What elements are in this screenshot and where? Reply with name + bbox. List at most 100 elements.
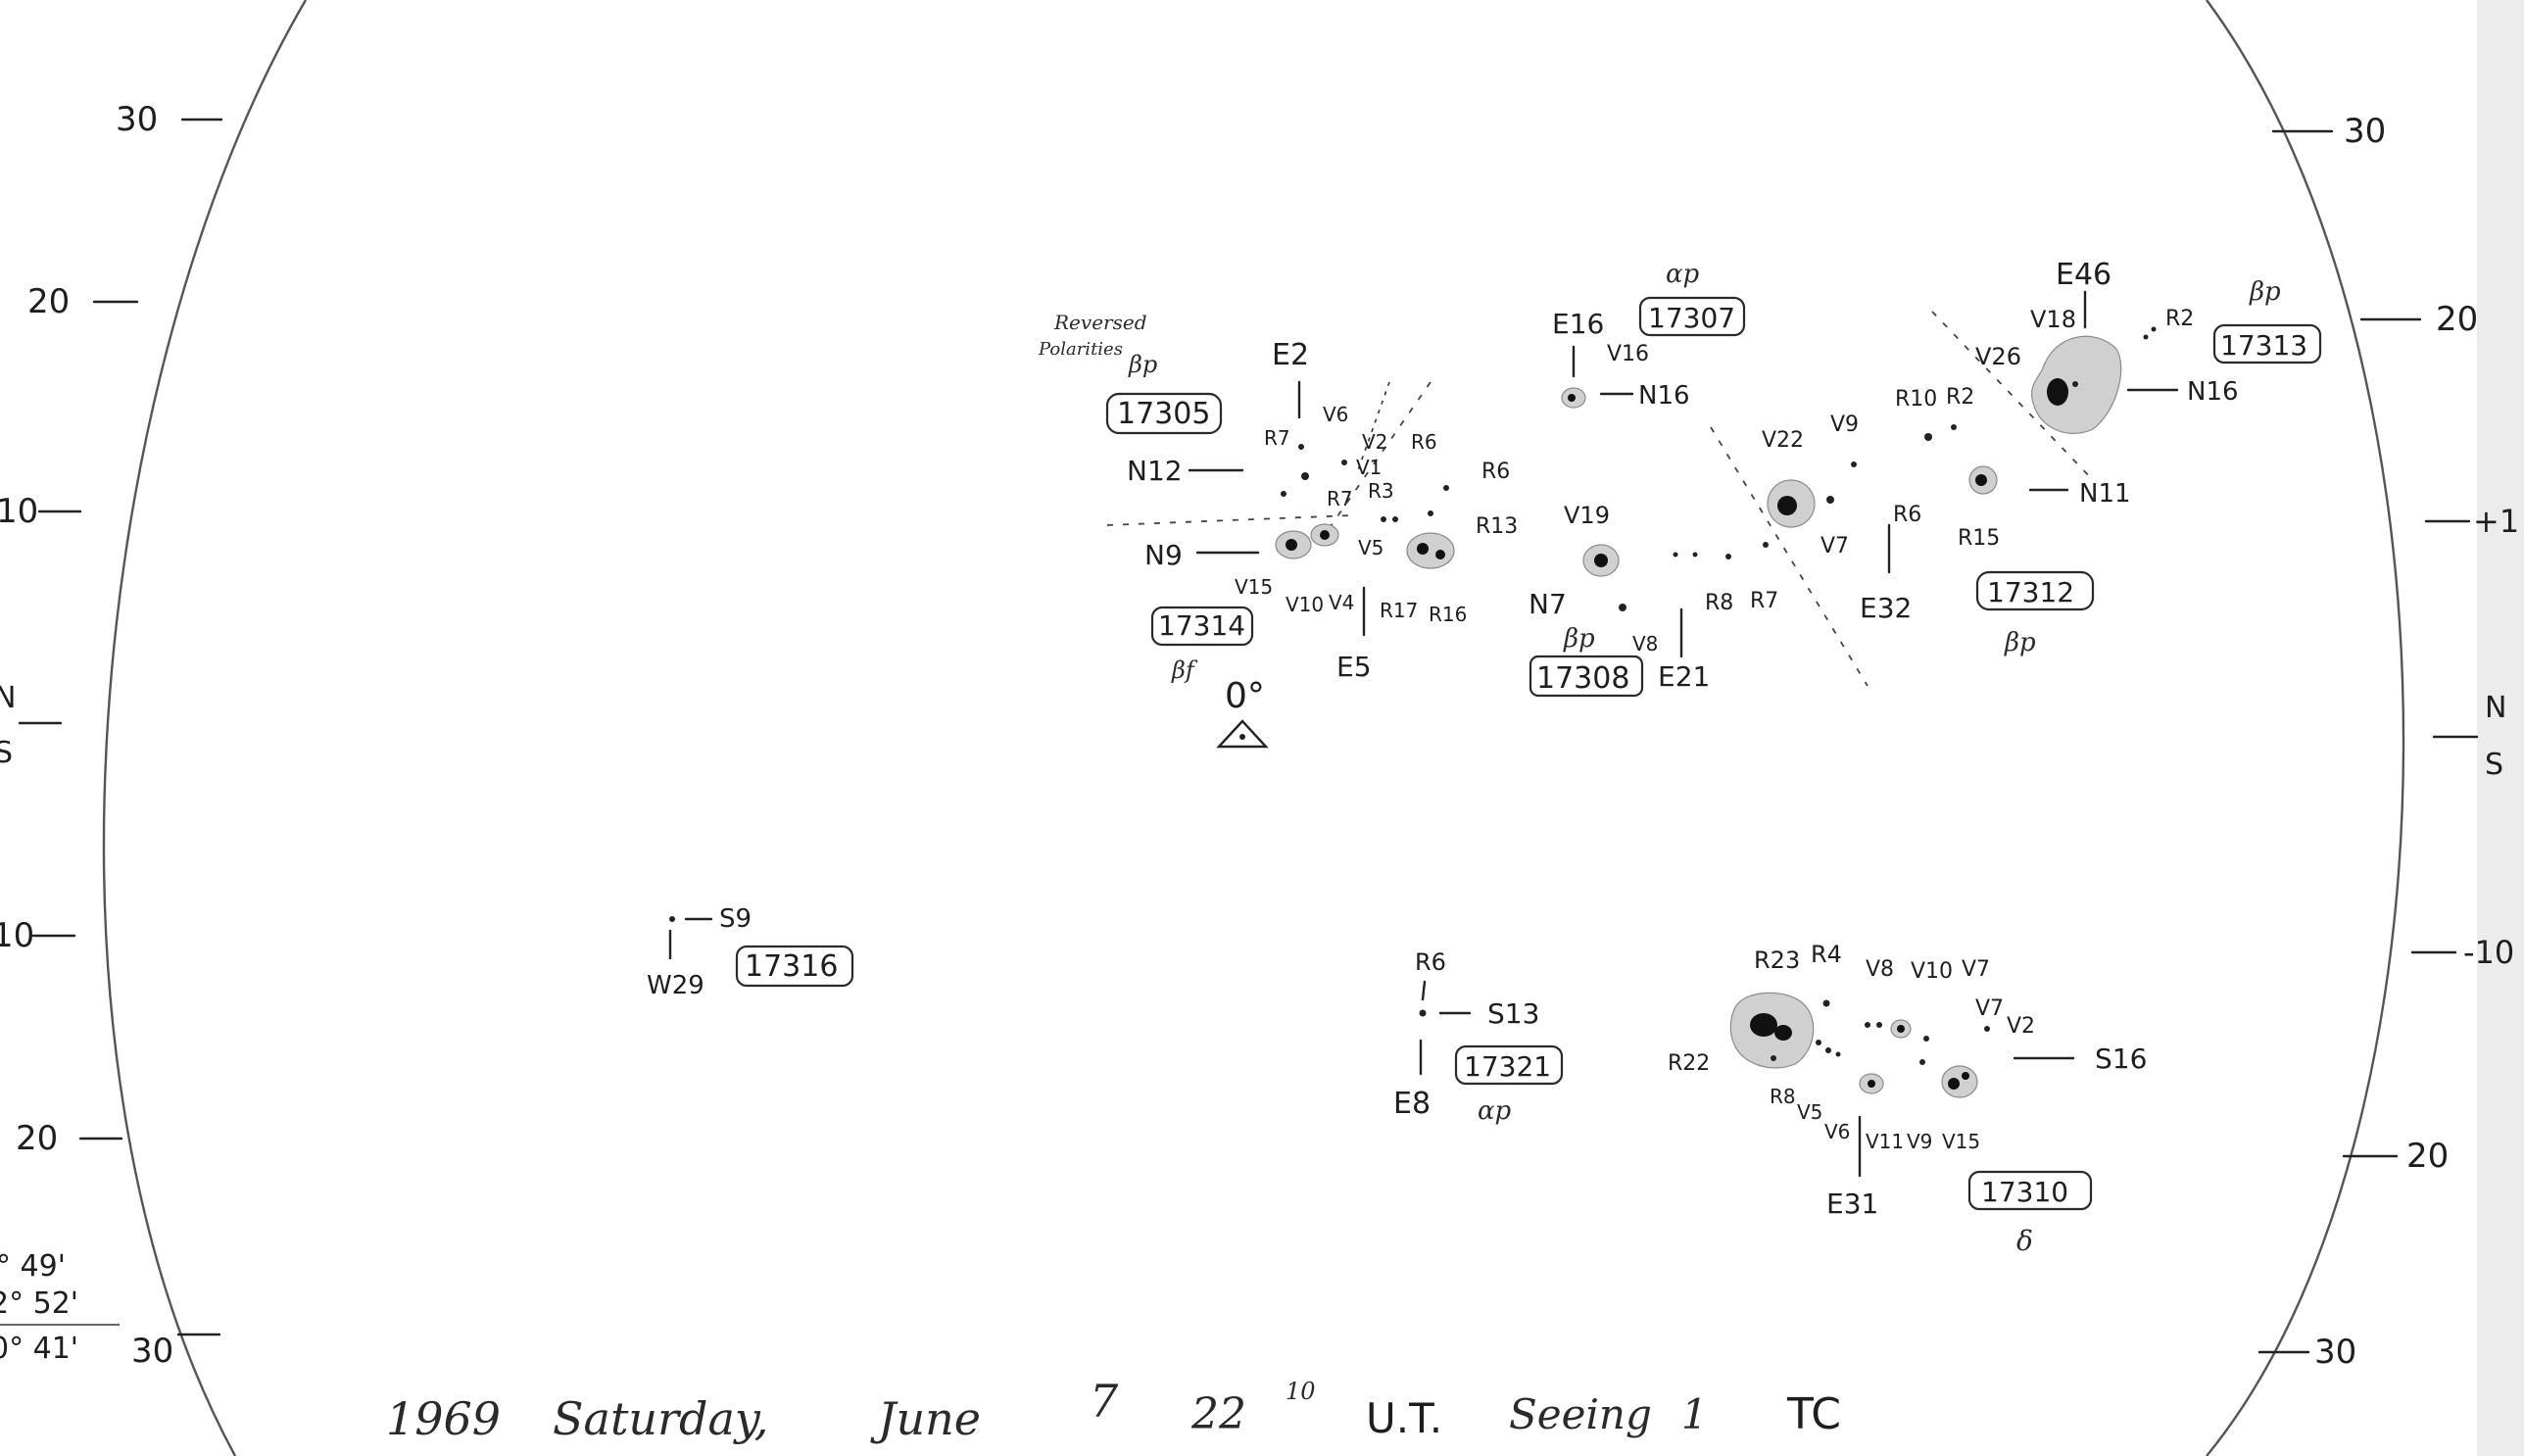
region-17321-box — [1454, 1044, 1564, 1086]
spot-v7a: V7 — [1962, 957, 1990, 982]
spot-r7: R7 — [1750, 589, 1778, 613]
solar-limb-right — [2206, 0, 2405, 1456]
spot-dot — [1725, 554, 1731, 559]
spot-v5: V5 — [1797, 1100, 1822, 1124]
sunspot-umbra — [2047, 378, 2068, 406]
sunspot-umbra — [1948, 1078, 1960, 1090]
spot-v6: V6 — [1824, 1120, 1850, 1143]
observation-caption: 1969 Saturday, June 7 22 10 U.T. Seeing … — [386, 1375, 1841, 1445]
region-17321-number: 17321 — [1464, 1050, 1551, 1083]
sunspot-penumbra — [1406, 532, 1455, 569]
region-17308-lon: E21 — [1658, 660, 1710, 693]
region-17313-number: 17313 — [2220, 329, 2307, 362]
right-label-s: S — [2485, 748, 2503, 782]
spot-dot — [2151, 326, 2157, 332]
reversed-note-2: Polarities — [1038, 339, 1123, 360]
right-label-10: +1 — [2473, 503, 2519, 540]
region-17308-class: βp — [1563, 624, 1595, 654]
dashed-line-1 — [1106, 514, 1353, 526]
spot-r2: R2 — [2165, 307, 2194, 331]
sunspot-umbra — [1568, 394, 1576, 402]
sunspot-umbra — [1435, 550, 1445, 559]
region-17312-class: βp — [2004, 628, 2036, 657]
left-label-10: 10 — [0, 492, 38, 531]
spot-r7a: R7 — [1264, 426, 1290, 450]
spot-v7b: V7 — [1975, 996, 2004, 1021]
spot-v16: V16 — [1607, 342, 1649, 366]
spot-r23: R23 — [1754, 946, 1800, 974]
spot-v15: V15 — [1235, 575, 1273, 599]
spot-v8: V8 — [1632, 632, 1658, 655]
solar-limb-left — [102, 0, 308, 1456]
spot-dot — [1919, 1059, 1925, 1065]
spot-r10: R10 — [1895, 387, 1937, 412]
region-17310-number: 17310 — [1981, 1176, 2068, 1208]
spot-v10: V10 — [1911, 959, 1953, 984]
spot-dot — [1826, 496, 1834, 504]
region-17316: S9 W29 17316 — [647, 904, 854, 1000]
spot-r15: R15 — [1958, 526, 2000, 551]
disk-center-mark: 0° — [1216, 676, 1269, 749]
spot-dot — [1851, 461, 1857, 467]
region-17307: αp 17307 E16 V16 N16 — [1552, 260, 1746, 411]
caption-seeing-value: 1 — [1681, 1390, 1708, 1438]
spot-v9: V9 — [1907, 1130, 1932, 1153]
region-17313: E46 V18 V26 N16 R2 βp 17313 — [1975, 258, 2322, 434]
spot-v4: V4 — [1329, 591, 1354, 614]
angle-3: 0° 41' — [0, 1332, 78, 1366]
region-17313-box — [2212, 323, 2322, 364]
region-17305-box — [1105, 392, 1223, 435]
sunspot-umbra — [1594, 554, 1608, 567]
sunspot-umbra — [1774, 1025, 1792, 1041]
region-17308-number: 17308 — [1536, 661, 1629, 696]
region-17312-box — [1975, 570, 2095, 611]
region-17312-lon: E32 — [1860, 592, 1912, 624]
angle-2: 2° 52' — [0, 1286, 78, 1321]
spot-v15: V15 — [1942, 1130, 1980, 1153]
spot-r7b: R7 — [1327, 487, 1353, 510]
spot-v7: V7 — [1820, 534, 1849, 558]
spot-r13: R13 — [1476, 514, 1518, 539]
spot-dot — [1381, 516, 1386, 522]
spot-v2: V2 — [1362, 430, 1387, 454]
spot-dot — [1835, 1051, 1841, 1057]
spot-dot — [1443, 485, 1449, 491]
spot-v22: V22 — [1762, 428, 1804, 453]
spot-r8: R8 — [1770, 1085, 1796, 1108]
sunspot-umbra — [1868, 1080, 1875, 1088]
sunspot-umbra — [1320, 530, 1330, 540]
region-17314-class: βf — [1171, 656, 1198, 684]
right-label-m30: 30 — [2314, 1333, 2356, 1372]
region-17310-lat: S16 — [2095, 1043, 2147, 1075]
region-17305-lon: E2 — [1272, 338, 1309, 372]
region-17316-box — [735, 945, 854, 988]
spot-dot — [669, 916, 675, 922]
sunspot-umbra — [1417, 543, 1429, 555]
region-17310-lon: E31 — [1826, 1188, 1878, 1220]
region-17307-box — [1638, 296, 1746, 337]
spot-v18: V18 — [2030, 306, 2076, 333]
region-17305: Reversed Polarities βp 17305 E2 N12 R7 V… — [1038, 311, 1518, 559]
spot-r6b: R6 — [1481, 460, 1510, 484]
sunspot-umbra — [1777, 496, 1797, 515]
right-label-30: 30 — [2344, 112, 2386, 151]
region-17316-lat: S9 — [719, 904, 752, 934]
region-17307-lon: E16 — [1552, 308, 1604, 340]
caption-time: 22 — [1190, 1389, 1246, 1439]
region-17310: R23 R4 V8 V10 V7 V7 V2 S16 R22 R8 V5 V6 … — [1668, 941, 2147, 1257]
region-17308: V19 N7 βp V8 17308 E21 R8 R7 — [1529, 502, 1778, 698]
region-17314-lat: N9 — [1144, 539, 1183, 571]
region-17321-class: αp — [1478, 1096, 1512, 1126]
caption-year: 1969 — [386, 1392, 501, 1445]
caption-time-sup: 10 — [1286, 1378, 1316, 1405]
sunspot-umbra — [1975, 474, 1987, 486]
sunspot-penumbra — [1941, 1065, 1978, 1098]
angle-1: ° 49' — [0, 1249, 66, 1284]
spot-v2: V2 — [2007, 1014, 2035, 1039]
spot-dot — [1301, 472, 1309, 480]
dashed-line-3 — [1710, 426, 1869, 687]
sunspot-umbra — [1286, 539, 1297, 551]
region-17321-lon: E8 — [1393, 1087, 1431, 1121]
spot-dot — [1984, 1026, 1990, 1032]
region-17310-class: δ — [2016, 1225, 2033, 1257]
